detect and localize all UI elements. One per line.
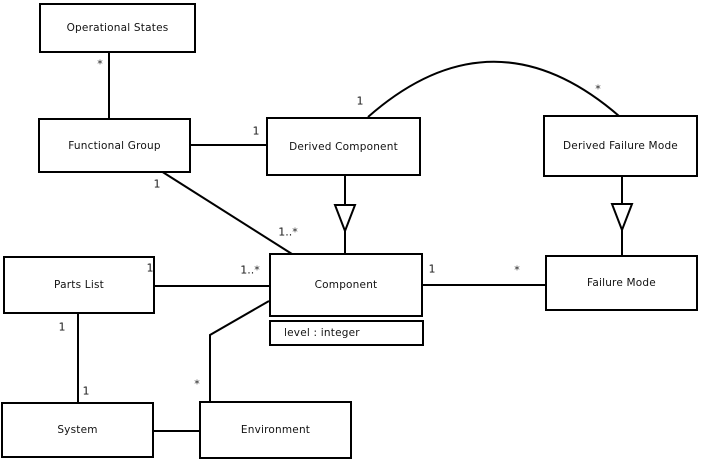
generalization-triangle-icon xyxy=(610,203,634,233)
class-box-operational-states[interactable]: Operational States xyxy=(39,3,196,53)
class-name-label: Operational States xyxy=(66,22,169,34)
edge-environment-component xyxy=(209,300,270,402)
class-name-label: Parts List xyxy=(54,279,104,291)
multiplicity-label: * xyxy=(97,57,103,71)
class-name-label: Functional Group xyxy=(68,139,161,152)
multiplicity-label: 1 xyxy=(82,384,90,398)
class-box-system[interactable]: System xyxy=(1,402,154,458)
class-name-label: Environment xyxy=(240,424,311,436)
multiplicity-label: * xyxy=(595,82,601,96)
class-box-functional-group[interactable]: Functional Group xyxy=(38,118,191,173)
attribute-label: level : integer xyxy=(284,327,360,339)
multiplicity-label: 1 xyxy=(428,262,436,276)
class-box-failure-mode[interactable]: Failure Mode xyxy=(545,255,698,311)
class-name-label: Derived Component xyxy=(289,140,398,153)
multiplicity-label: 1 xyxy=(153,177,161,191)
multiplicity-label: 1 xyxy=(356,94,364,108)
edge-derived-component-derived-failure-mode-arc xyxy=(367,60,620,118)
multiplicity-label: * xyxy=(194,377,200,391)
class-box-component[interactable]: Component xyxy=(269,253,423,317)
multiplicity-label: * xyxy=(514,263,520,277)
multiplicity-label: 1 xyxy=(252,124,260,138)
multiplicity-label: 1 xyxy=(146,261,154,275)
class-box-derived-component[interactable]: Derived Component xyxy=(266,117,421,176)
class-name-label: Derived Failure Mode xyxy=(563,140,678,152)
class-box-parts-list[interactable]: Parts List xyxy=(3,256,155,314)
class-box-environment[interactable]: Environment xyxy=(199,401,352,459)
multiplicity-label: 1..* xyxy=(278,225,298,239)
class-name-label: Component xyxy=(314,279,378,291)
class-name-label: System xyxy=(57,424,98,436)
generalization-triangle-icon xyxy=(333,204,357,234)
multiplicity-label: 1..* xyxy=(240,263,260,277)
class-attribute-compartment-component[interactable]: level : integer xyxy=(269,320,424,346)
multiplicity-label: 1 xyxy=(58,320,66,334)
edge-functional-group-component xyxy=(160,170,293,255)
class-box-derived-failure-mode[interactable]: Derived Failure Mode xyxy=(543,115,698,177)
class-name-label: Failure Mode xyxy=(587,277,656,289)
